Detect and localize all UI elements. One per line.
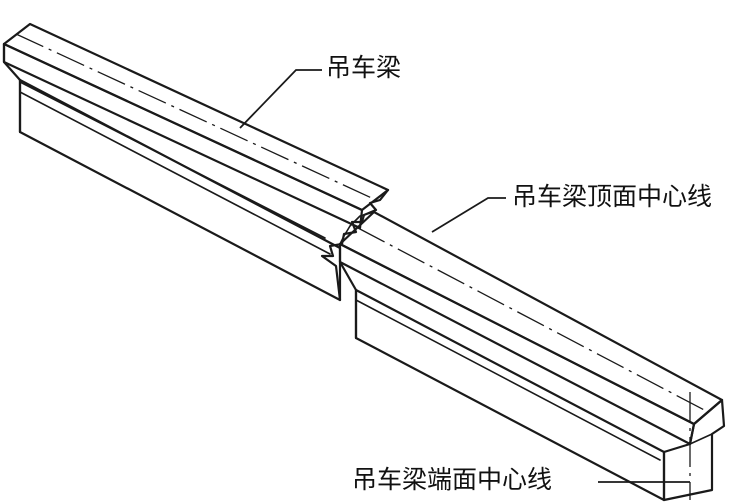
right-beam-top-centerline [357,227,709,413]
left-beam-flange-front [2,42,364,230]
beam-leader-line [239,69,322,129]
top-centerline-label: 吊车梁顶面中心线 [512,182,713,211]
top-centerline-leader-line [431,197,506,233]
right-beam-flange-front [338,242,696,446]
right-beam-break-edge [339,211,375,245]
right-beam-end-face [662,398,726,502]
left-beam-break-edge [320,188,390,302]
left-beam-top-centerline [15,33,377,201]
right-crane-beam [338,210,726,502]
end-centerline-label: 吊车梁端面中心线 [352,465,553,494]
beam-label: 吊车梁 [326,53,402,82]
left-beam-web-front [18,78,342,302]
